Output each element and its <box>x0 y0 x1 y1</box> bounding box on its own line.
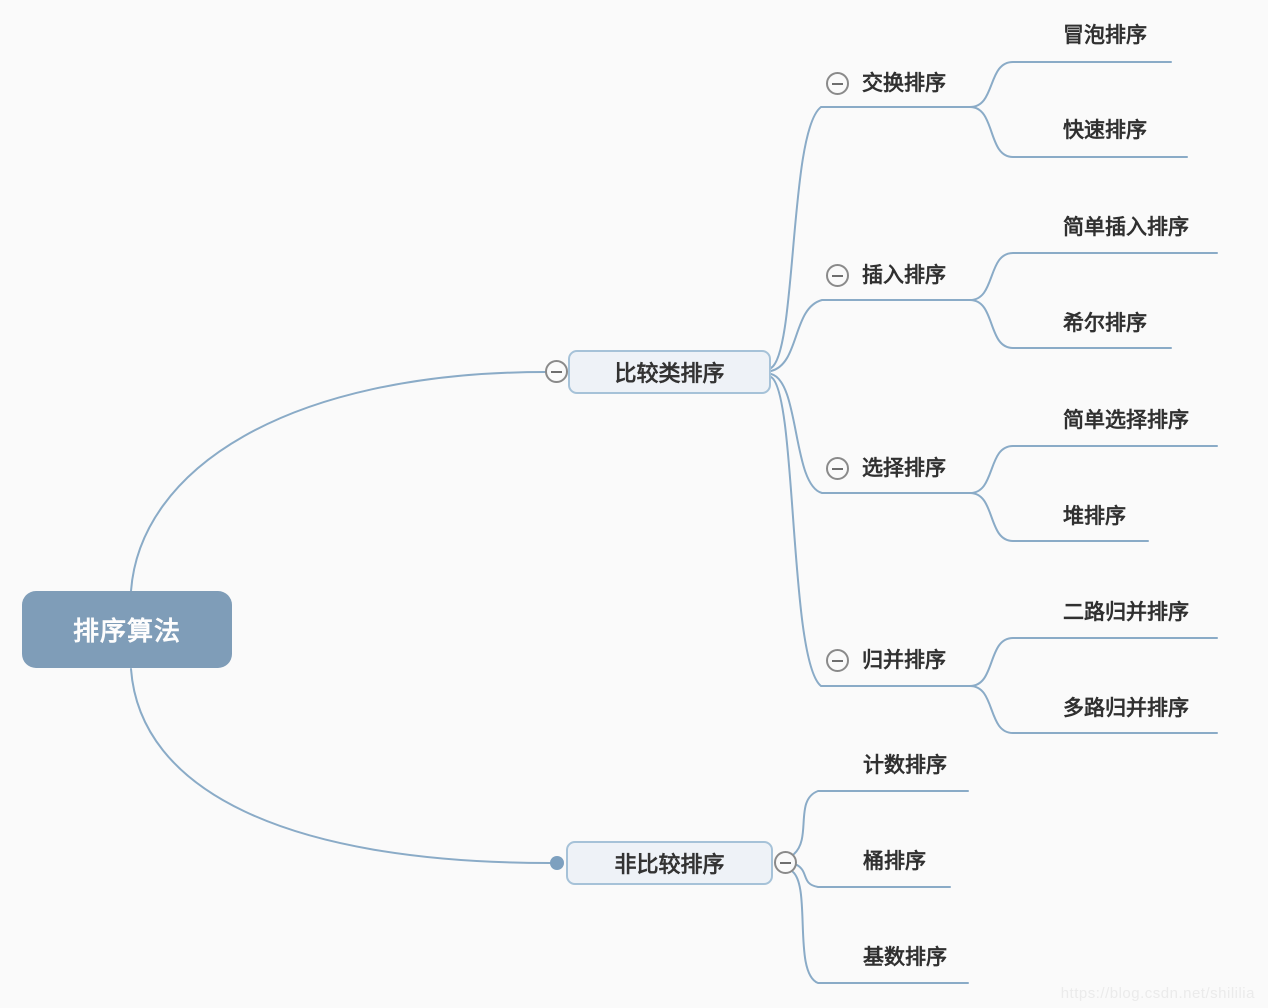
node-quick-sort[interactable]: 快速排序 <box>1063 119 1147 142</box>
edge-comparison-merge <box>770 376 971 687</box>
edge-merge-twoway <box>969 637 1218 687</box>
edge-selection-simple <box>969 445 1218 494</box>
node-heap-sort[interactable]: 堆排序 <box>1063 505 1126 528</box>
watermark-url: https://blog.csdn.net/shililia <box>1060 985 1255 1002</box>
edge-comparison-selection <box>770 373 971 494</box>
edge-merge-multiway <box>969 685 1218 734</box>
node-insertion-sort[interactable]: 插入排序 <box>862 264 946 287</box>
node-simple-selection-sort[interactable]: 简单选择排序 <box>1063 409 1189 432</box>
node-comparison-sort[interactable]: 比较类排序 <box>568 350 771 394</box>
edge-insertion-shell <box>969 299 1172 349</box>
node-non-comparison-sort[interactable]: 非比较排序 <box>566 841 773 885</box>
node-merge-sort[interactable]: 归并排序 <box>862 649 946 672</box>
minus-circle-icon-selection[interactable] <box>826 457 849 480</box>
minus-circle-icon-insertion[interactable] <box>826 264 849 287</box>
edge-insertion-simple <box>969 252 1218 301</box>
node-bucket-sort[interactable]: 桶排序 <box>863 850 926 873</box>
node-shell-sort[interactable]: 希尔排序 <box>1063 312 1147 335</box>
edge-noncomparison-bucket <box>796 864 951 888</box>
edge-noncomparison-counting <box>793 790 969 855</box>
node-multi-way-merge-sort[interactable]: 多路归并排序 <box>1063 697 1189 720</box>
minus-circle-icon-non-comparison[interactable] <box>774 851 797 874</box>
edge-exchange-quick <box>969 106 1188 158</box>
minus-circle-icon-exchange[interactable] <box>826 72 849 95</box>
node-counting-sort[interactable]: 计数排序 <box>863 754 947 777</box>
node-simple-insertion-sort[interactable]: 简单插入排序 <box>1063 216 1189 239</box>
node-two-way-merge-sort[interactable]: 二路归并排序 <box>1063 601 1189 624</box>
edge-comparison-insertion <box>770 299 971 372</box>
edge-root-noncomparison <box>130 668 551 864</box>
edge-root-comparison <box>130 371 547 592</box>
edge-exchange-bubble <box>969 61 1172 108</box>
edge-noncomparison-radix <box>792 871 969 984</box>
node-root-sorting-algorithms[interactable]: 排序算法 <box>22 591 232 668</box>
minus-circle-icon-merge[interactable] <box>826 649 849 672</box>
edge-selection-heap <box>969 492 1149 542</box>
node-radix-sort[interactable]: 基数排序 <box>863 946 947 969</box>
branch-point-dot <box>550 856 564 870</box>
edge-comparison-exchange <box>770 106 971 369</box>
node-bubble-sort[interactable]: 冒泡排序 <box>1063 24 1147 47</box>
node-exchange-sort[interactable]: 交换排序 <box>862 72 946 95</box>
minus-circle-icon-comparison[interactable] <box>545 360 568 383</box>
node-selection-sort[interactable]: 选择排序 <box>862 457 946 480</box>
